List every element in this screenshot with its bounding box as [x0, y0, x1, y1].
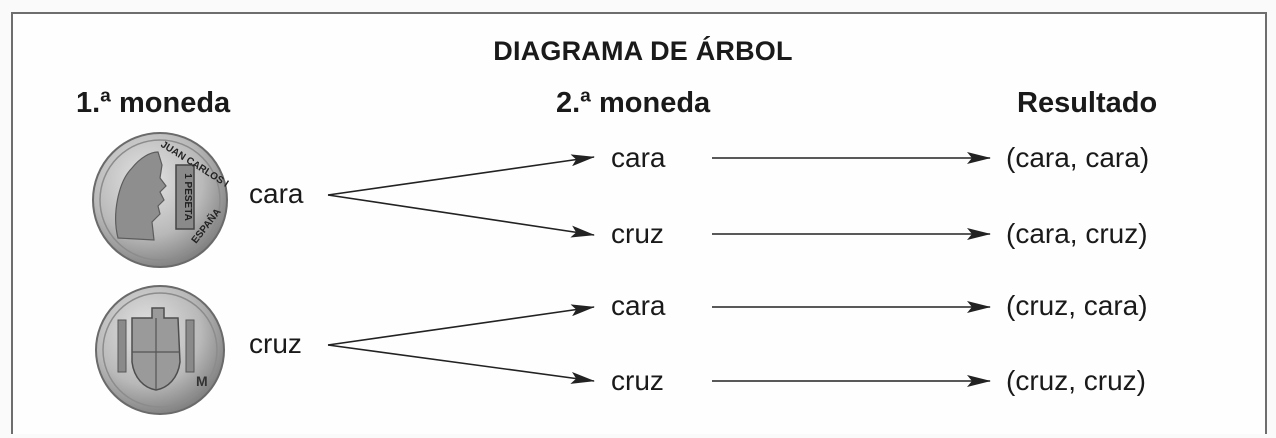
second-coin-label: cara — [611, 290, 666, 321]
arrow-cruz-to-cruz — [327, 344, 595, 384]
portrait-silhouette — [115, 151, 167, 241]
result-label: (cruz, cruz) — [1006, 365, 1146, 396]
second-coin-label: cruz — [611, 365, 664, 396]
arrow-cara-to-cruz — [327, 194, 595, 238]
mint-mark-icon: M — [196, 373, 208, 389]
first-coin-label-cruz: cruz — [249, 328, 302, 359]
arrow-cara-to-cara — [327, 154, 595, 196]
header-result: Resultado — [1017, 87, 1158, 119]
header-second-coin: 2.ª moneda — [556, 87, 711, 119]
result-label: (cruz, cara) — [1006, 290, 1148, 321]
second-coin-label: cara — [611, 142, 666, 173]
header-first-coin: 1.ª moneda — [76, 87, 231, 119]
diagram-title: DIAGRAMA DE ÁRBOL — [493, 36, 793, 66]
coin-value-text: 1 PESETA — [182, 173, 193, 221]
result-label: (cara, cruz) — [1006, 218, 1148, 249]
arrow-cruz-to-cara — [327, 304, 595, 346]
second-coin-label: cruz — [611, 218, 664, 249]
coin-tails-image: M — [95, 285, 225, 415]
coin-heads-image: 1 PESETA JUAN CARLOS I ESPAÑA — [92, 132, 230, 268]
result-label: (cara, cara) — [1006, 142, 1150, 173]
first-coin-label-cara: cara — [249, 178, 304, 209]
